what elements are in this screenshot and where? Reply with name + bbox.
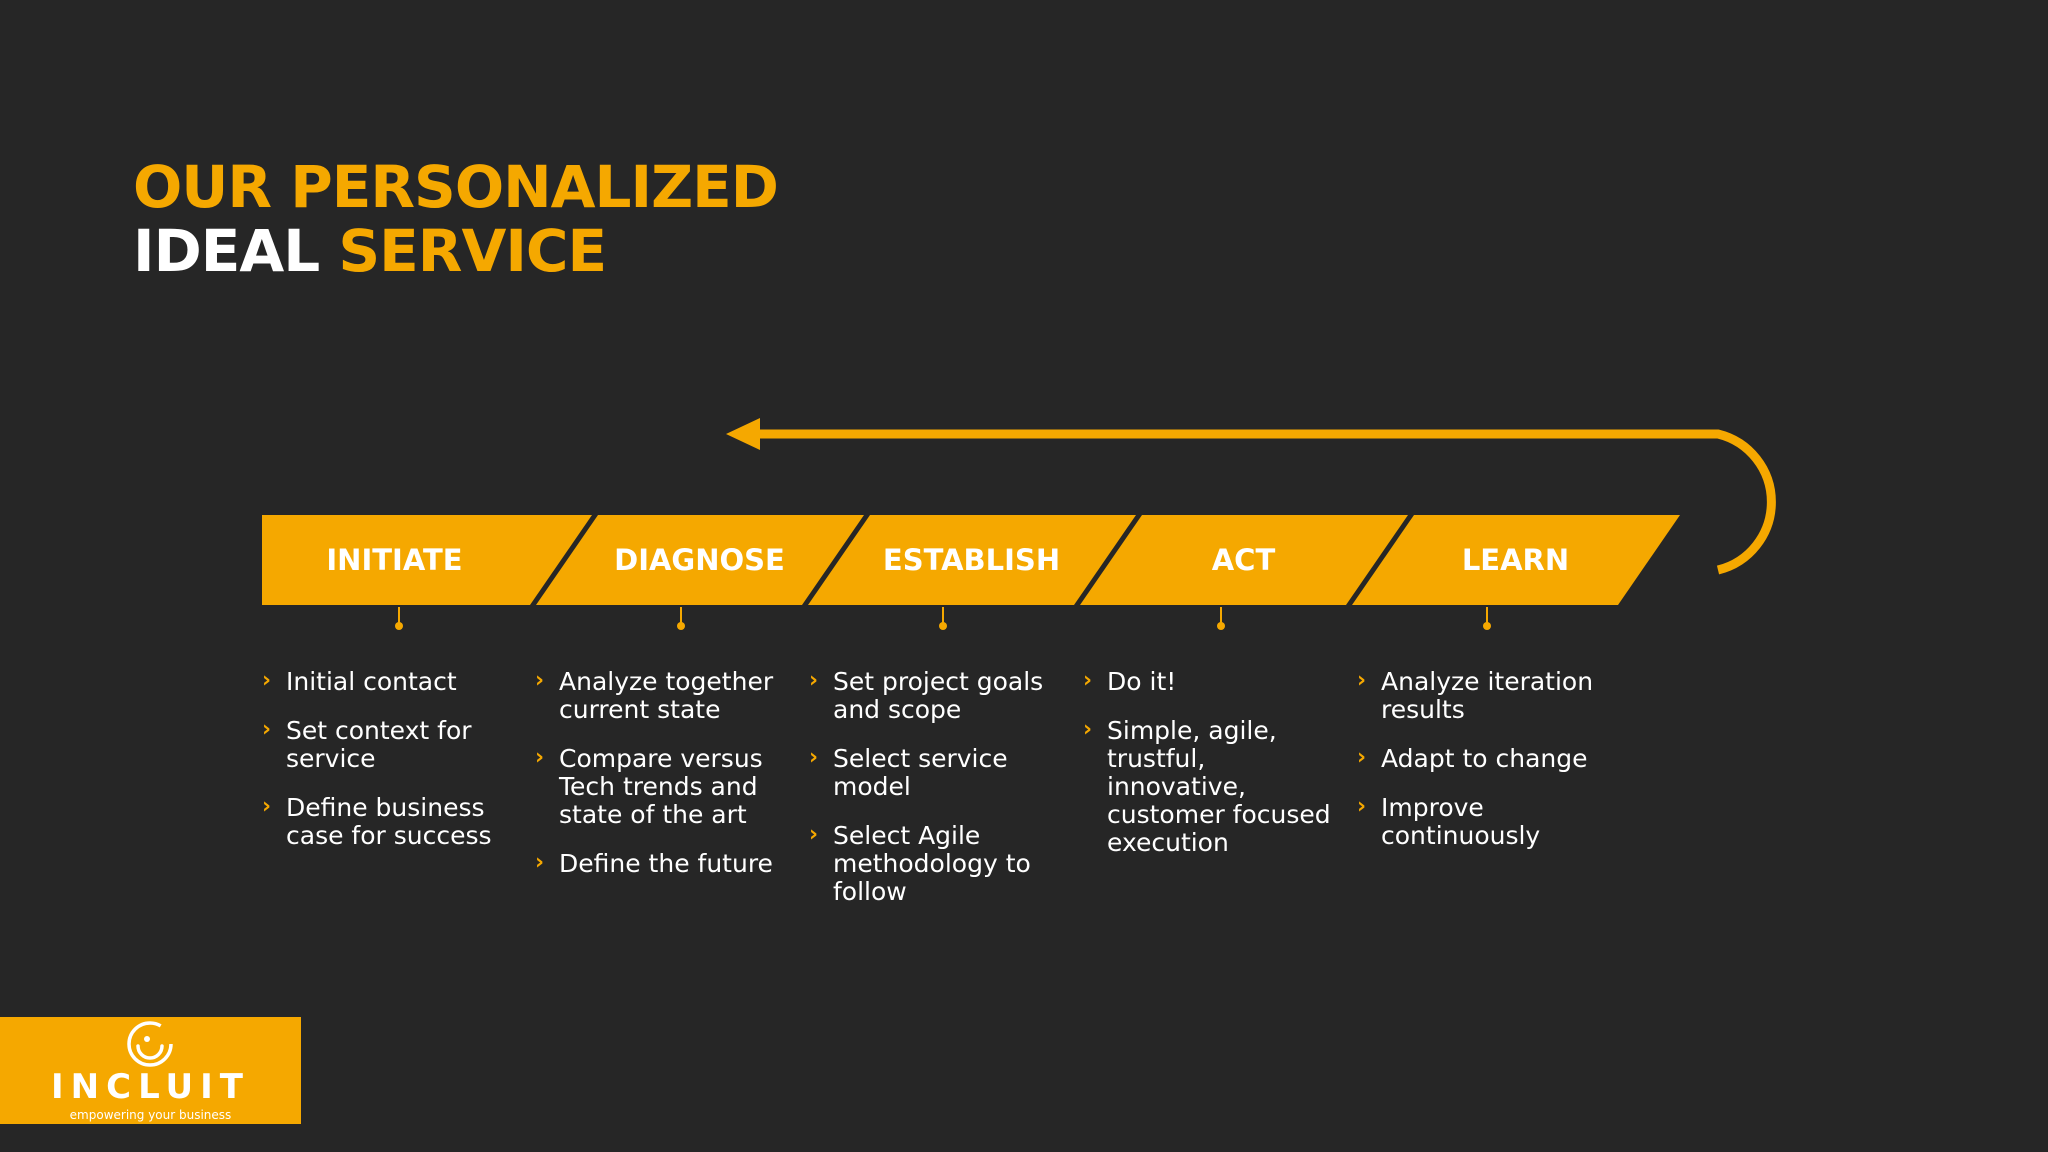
connector-dot-establish bbox=[939, 622, 947, 630]
stage-label-act: ACT bbox=[1211, 543, 1276, 577]
feedback-arrow-head bbox=[726, 418, 760, 450]
stage-items-diagnose: ›Analyze together current state ›Compare… bbox=[535, 668, 800, 899]
stage-band-act bbox=[1080, 515, 1408, 605]
stage-label-learn: LEARN bbox=[1461, 543, 1570, 577]
chevron-right-icon: › bbox=[1357, 794, 1367, 819]
connector-dot-initiate bbox=[395, 622, 403, 630]
list-item: ›Adapt to change bbox=[1357, 744, 1588, 773]
list-item: ›Analyze together current state bbox=[535, 667, 774, 724]
title-line-1: OUR PERSONALIZED bbox=[133, 153, 779, 221]
title-word-service: SERVICE bbox=[338, 217, 607, 285]
list-item: ›Analyze iteration results bbox=[1357, 667, 1594, 724]
list-item: ›Do it! bbox=[1083, 667, 1177, 696]
list-item: ›Compare versus Tech trends and state of… bbox=[535, 744, 763, 829]
connector-dot-act bbox=[1217, 622, 1225, 630]
stage-items-initiate: ›Initial contact ›Set context for servic… bbox=[262, 668, 527, 871]
title-word-ideal: IDEAL bbox=[133, 217, 320, 285]
chevron-right-icon: › bbox=[1083, 717, 1093, 742]
chevron-right-icon: › bbox=[262, 668, 272, 693]
chevron-right-icon: › bbox=[262, 717, 272, 742]
stage-band-learn bbox=[1352, 515, 1680, 605]
stage-label-establish: ESTABLISH bbox=[882, 543, 1061, 577]
incluit-logo: INCLUIT empowering your business bbox=[0, 1017, 301, 1124]
chevron-right-icon: › bbox=[1357, 668, 1367, 693]
stage-label-initiate: INITIATE bbox=[326, 543, 463, 577]
connector-dot-learn bbox=[1483, 622, 1491, 630]
chevron-right-icon: › bbox=[262, 794, 272, 819]
connector-dot-diagnose bbox=[677, 622, 685, 630]
connector-dots bbox=[395, 622, 1491, 630]
feedback-loop-arrow bbox=[760, 429, 1776, 575]
chevron-right-icon: › bbox=[1083, 668, 1093, 693]
list-item: ›Set project goals and scope bbox=[809, 667, 1044, 724]
chevron-right-icon: › bbox=[809, 745, 819, 770]
list-item: ›Initial contact bbox=[262, 667, 457, 696]
list-item: ›Define the future bbox=[535, 849, 773, 878]
list-item: ›Select Agile methodology to follow bbox=[809, 821, 1031, 906]
chevron-right-icon: › bbox=[535, 668, 545, 693]
list-item: ›Define business case for success bbox=[262, 793, 492, 850]
chevron-right-icon: › bbox=[535, 850, 545, 875]
list-item: ›Set context for service bbox=[262, 716, 472, 773]
stage-label-diagnose: DIAGNOSE bbox=[614, 543, 785, 577]
stage-items-act: ›Do it! ›Simple, agile, trustful, innova… bbox=[1083, 668, 1348, 878]
stage-band-establish bbox=[808, 515, 1136, 605]
stage-items-establish: ›Set project goals and scope ›Select ser… bbox=[809, 668, 1074, 927]
list-item: ›Simple, agile, trustful, innovative, cu… bbox=[1083, 716, 1331, 857]
page-title: OUR PERSONALIZED IDEAL SERVICE bbox=[133, 153, 779, 283]
list-item: ›Select service model bbox=[809, 744, 1008, 801]
chevron-right-icon: › bbox=[809, 822, 819, 847]
chevron-right-icon: › bbox=[1357, 745, 1367, 770]
chevron-right-icon: › bbox=[535, 745, 545, 770]
title-line-2: IDEAL SERVICE bbox=[133, 219, 778, 283]
logo-tagline: empowering your business bbox=[69, 1108, 232, 1122]
stage-items-learn: ›Analyze iteration results ›Adapt to cha… bbox=[1357, 668, 1622, 871]
logo-wordmark: INCLUIT bbox=[51, 1067, 250, 1107]
chevron-right-icon: › bbox=[809, 668, 819, 693]
list-item: ›Improve continuously bbox=[1357, 793, 1541, 850]
stage-connectors bbox=[398, 607, 1488, 624]
logo-swirl-icon bbox=[127, 1021, 173, 1067]
stage-band-initiate bbox=[262, 515, 592, 605]
stage-band-diagnose bbox=[536, 515, 864, 605]
